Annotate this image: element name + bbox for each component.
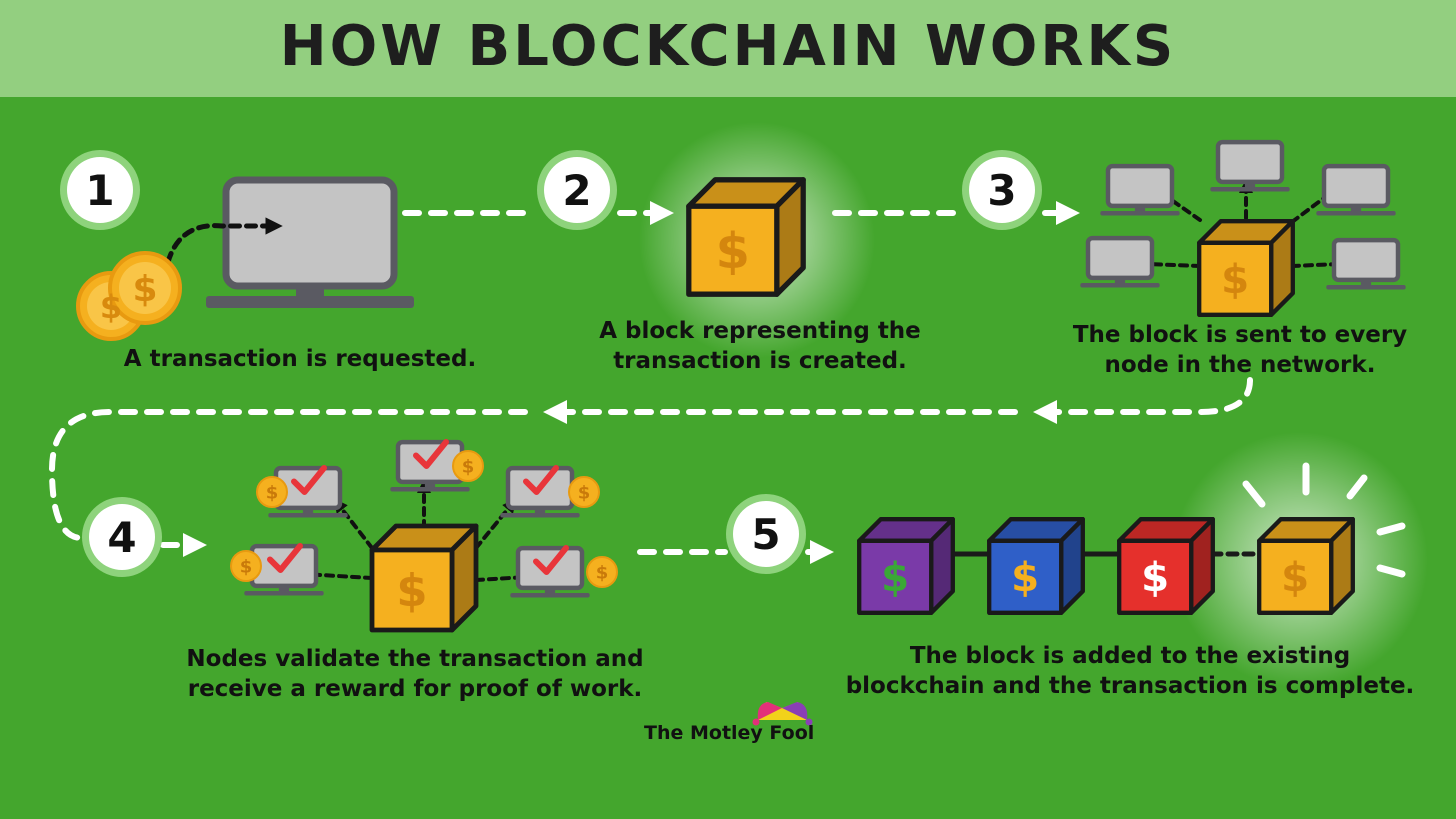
blockchain: $ $ $ $	[857, 517, 1355, 615]
coin-symbol: $	[266, 482, 279, 503]
coin-reward-icon: $	[586, 556, 618, 588]
step-4-caption: Nodes validate the transaction and recei…	[160, 644, 670, 704]
step-number-label: 4	[107, 513, 136, 562]
step-badge	[733, 501, 799, 567]
dollar-sign-icon: $	[716, 222, 750, 280]
page-title: HOW BLOCKCHAIN WORKS	[279, 14, 1177, 79]
validated-block-icon: $	[369, 523, 479, 633]
coin-symbol: $	[240, 556, 253, 577]
step-3-caption-line1: The block is sent to every	[1072, 322, 1408, 348]
step-2-caption-line2: transaction is created.	[613, 348, 907, 374]
checkmark-icon	[523, 465, 559, 495]
dollar-sign-icon: $	[1011, 554, 1039, 601]
validator-node-3	[500, 465, 580, 518]
step-4-caption-line1: Nodes validate the transaction and	[186, 646, 644, 672]
dollar-sign-icon: $	[1221, 256, 1249, 303]
checkmark-icon	[267, 543, 303, 573]
step-number-label: 5	[751, 510, 780, 559]
step-badge	[544, 157, 610, 223]
network-node-3	[1316, 163, 1396, 216]
connector-3-down	[1033, 377, 1253, 424]
coin-symbol: $	[596, 562, 609, 583]
step-5-caption-line1: The block is added to the existing	[909, 643, 1351, 669]
step-2-caption-line1: A block representing the	[599, 318, 921, 344]
step-5-number: 5	[726, 494, 806, 574]
step-3-caption: The block is sent to every node in the n…	[1040, 320, 1440, 380]
step-4-caption-line2: receive a reward for proof of work.	[187, 676, 643, 702]
checkmark-icon	[533, 545, 569, 575]
broadcast-arrow-icon	[1139, 257, 1202, 272]
coins-icon: $$	[76, 251, 182, 341]
network-node-2	[1210, 139, 1290, 192]
broadcast-arrow-icon	[333, 498, 374, 550]
step-badge	[89, 504, 155, 570]
coin-reward-icon: $	[230, 550, 262, 582]
step-1-caption-line1: A transaction is requested.	[123, 346, 477, 372]
broadcast-block-icon: $	[1197, 219, 1295, 317]
checkmark-icon	[413, 439, 449, 469]
step-numbers: 1 2 3 4 5	[60, 150, 1042, 577]
coin-reward-icon: $	[568, 476, 600, 508]
shine-rays-icon	[1242, 462, 1406, 578]
chain-block-purple: $	[857, 517, 955, 615]
block-icon: $	[686, 177, 806, 297]
flow-connectors	[48, 201, 1253, 564]
node-network: $	[1080, 139, 1406, 317]
block-icon: $	[686, 177, 806, 297]
step-number-label: 1	[85, 166, 114, 215]
network-node-5	[1326, 237, 1406, 290]
step-3-caption-line2: node in the network.	[1104, 352, 1376, 378]
step-1-number: 1	[60, 150, 140, 230]
dollar-sign-icon: $	[1141, 554, 1169, 601]
network-node-4	[1080, 235, 1160, 288]
computer-icon	[206, 176, 414, 308]
step-4-number: 4	[82, 497, 162, 577]
step-badge	[969, 157, 1035, 223]
step-badge	[67, 157, 133, 223]
step-3-number: 3	[962, 150, 1042, 230]
jester-hat-logo	[752, 702, 813, 726]
coin-symbol: $	[132, 269, 157, 310]
validation-network: $ $ $ $ $ $	[230, 439, 618, 633]
broadcast-arrow-icon	[474, 498, 517, 550]
motley-fool-logo-text: The Motley Fool	[644, 722, 815, 744]
chain-block-red: $	[1117, 517, 1215, 615]
dollar-sign-icon: $	[396, 564, 427, 617]
step-2-caption: A block representing the transaction is …	[560, 316, 960, 376]
coin-symbol: $	[462, 456, 475, 477]
coin-symbol: $	[578, 482, 591, 503]
step-number-label: 2	[562, 166, 591, 215]
step-number-label: 3	[987, 166, 1016, 215]
checkmark-icon	[291, 465, 327, 495]
dollar-sign-icon: $	[1281, 554, 1309, 601]
coin-reward-icon: $	[256, 476, 288, 508]
payment-arrow-icon	[165, 217, 283, 265]
coin-symbol: $	[100, 288, 122, 326]
step-5-caption-line2: blockchain and the transaction is comple…	[845, 673, 1415, 699]
dollar-sign-icon: $	[881, 554, 909, 601]
step-1-caption: A transaction is requested.	[110, 344, 490, 374]
validator-node-5	[510, 545, 590, 598]
title-banner	[0, 0, 1456, 97]
chain-block-new: $	[1257, 517, 1355, 615]
connector-loop	[48, 409, 528, 541]
step-5-caption: The block is added to the existing block…	[830, 641, 1430, 701]
step-2-number: 2	[537, 150, 617, 230]
network-node-1	[1100, 163, 1180, 216]
coin-reward-icon: $	[452, 450, 484, 482]
chain-block-blue: $	[987, 517, 1085, 615]
